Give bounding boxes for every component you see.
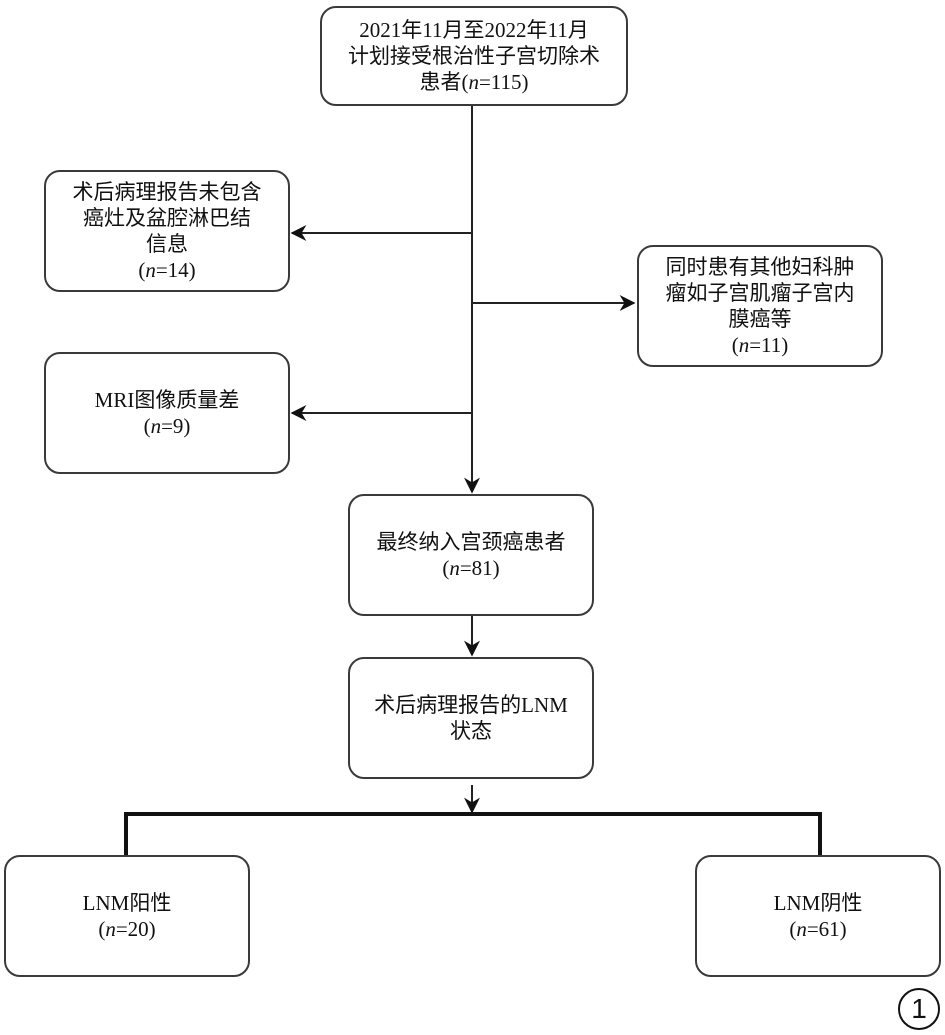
node-count: (n=20) bbox=[98, 916, 155, 942]
node-line: 癌灶及盆腔淋巴结 bbox=[83, 206, 251, 230]
count-value: 9 bbox=[172, 414, 184, 438]
node-exclude-pathology: 术后病理报告未包含 癌灶及盆腔淋巴结 信息 (n=14) bbox=[44, 170, 290, 292]
node-included: 最终纳入宫颈癌患者 (n=81) bbox=[348, 494, 594, 616]
split-connector bbox=[124, 812, 822, 855]
node-count: (n=11) bbox=[732, 332, 789, 358]
count-value: 20 bbox=[127, 917, 149, 941]
paren-close: ) bbox=[839, 917, 847, 941]
node-count: (n=14) bbox=[138, 257, 195, 283]
paren-open: ( bbox=[442, 556, 450, 580]
equals: = bbox=[115, 917, 128, 941]
node-start: 2021年11月至2022年11月 计划接受根治性子宫切除术 患者(n=115) bbox=[320, 6, 628, 106]
n-symbol: n bbox=[796, 917, 807, 941]
paren-close: ) bbox=[781, 333, 789, 357]
paren-close: ) bbox=[188, 258, 196, 282]
n-symbol: n bbox=[468, 70, 479, 94]
n-symbol: n bbox=[145, 258, 156, 282]
n-symbol: n bbox=[105, 917, 116, 941]
node-line: 信息 bbox=[146, 232, 188, 256]
equals: = bbox=[806, 917, 819, 941]
paren-open: ( bbox=[461, 70, 469, 94]
node-line: LNM阳性 bbox=[82, 891, 172, 915]
n-symbol: n bbox=[738, 333, 750, 357]
node-exclude-mri: MRI图像质量差 (n=9) bbox=[44, 352, 290, 474]
node-line: MRI图像质量差 bbox=[94, 388, 240, 412]
node-start-line-3-text: 患者 bbox=[419, 70, 462, 94]
node-start-count: (n=115) bbox=[461, 70, 528, 94]
count-value: 14 bbox=[167, 258, 189, 282]
paren-close: ) bbox=[521, 70, 529, 94]
equals: = bbox=[478, 70, 491, 94]
equals: = bbox=[155, 258, 168, 282]
node-line: 同时患有其他妇科肿 bbox=[665, 255, 855, 279]
equals: = bbox=[459, 556, 472, 580]
paren-open: ( bbox=[138, 258, 146, 282]
n-symbol: n bbox=[449, 556, 460, 580]
equals: = bbox=[749, 333, 762, 357]
count-value: 115 bbox=[490, 70, 522, 94]
node-count: (n=9) bbox=[144, 413, 191, 439]
node-start-line-3: 患者(n=115) bbox=[419, 69, 528, 95]
figure-number-badge: 1 bbox=[898, 988, 940, 1030]
node-count: (n=61) bbox=[789, 916, 846, 942]
node-line: 膜癌等 bbox=[728, 307, 792, 331]
node-lnm-negative: LNM阴性 (n=61) bbox=[695, 855, 941, 977]
node-lnm-status: 术后病理报告的LNM 状态 bbox=[348, 657, 594, 779]
count-value: 81 bbox=[471, 556, 493, 580]
node-lnm-positive: LNM阳性 (n=20) bbox=[4, 855, 250, 977]
node-line: 最终纳入宫颈癌患者 bbox=[376, 530, 566, 554]
node-count: (n=81) bbox=[442, 555, 499, 581]
node-line: 术后病理报告未包含 bbox=[72, 180, 262, 204]
paren-close: ) bbox=[492, 556, 500, 580]
paren-open: ( bbox=[789, 917, 797, 941]
n-symbol: n bbox=[150, 414, 162, 438]
node-exclude-other-tumor: 同时患有其他妇科肿 瘤如子宫肌瘤子宫内 膜癌等 (n=11) bbox=[637, 245, 883, 367]
paren-close: ) bbox=[183, 414, 191, 438]
node-line: 术后病理报告的LNM bbox=[374, 693, 568, 717]
paren-close: ) bbox=[148, 917, 156, 941]
node-line: 瘤如子宫肌瘤子宫内 bbox=[665, 281, 855, 305]
count-value: 11 bbox=[761, 333, 782, 357]
node-line: 状态 bbox=[450, 719, 492, 743]
count-value: 61 bbox=[818, 917, 840, 941]
paren-open: ( bbox=[98, 917, 106, 941]
paren-open: ( bbox=[143, 414, 151, 438]
node-start-line-2: 计划接受根治性子宫切除术 bbox=[348, 44, 600, 68]
equals: = bbox=[161, 414, 173, 438]
node-line: LNM阴性 bbox=[773, 891, 863, 915]
node-start-line-1: 2021年11月至2022年11月 bbox=[359, 18, 589, 42]
paren-open: ( bbox=[731, 333, 739, 357]
